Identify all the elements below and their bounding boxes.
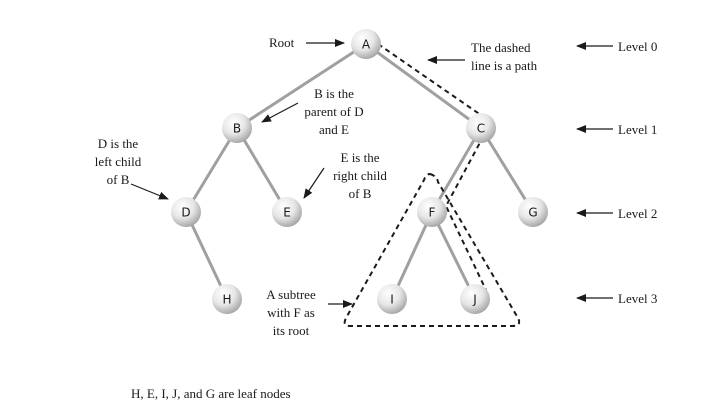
left-child-label-line2: left child bbox=[95, 154, 142, 169]
dashed-path-label-line2: line is a path bbox=[471, 58, 538, 73]
edge-a-b bbox=[236, 42, 367, 130]
left-child-label-line3: of B bbox=[107, 172, 130, 187]
subtree-outline bbox=[343, 172, 521, 327]
right-child-label-line1: E is the bbox=[341, 150, 380, 165]
level-1-label: Level 1 bbox=[618, 122, 657, 137]
level-3-label: Level 3 bbox=[618, 291, 657, 306]
node-label: D bbox=[181, 206, 190, 220]
right-child-label-line2: right child bbox=[333, 168, 387, 183]
node-label: I bbox=[390, 293, 394, 307]
node-label: C bbox=[477, 122, 485, 136]
parent-arrow bbox=[261, 102, 299, 123]
node-a: A bbox=[351, 29, 381, 59]
edge-f-i bbox=[390, 211, 434, 300]
node-label: F bbox=[429, 206, 436, 220]
subtree-label-line2: with F as bbox=[267, 305, 315, 320]
level-2-label: Level 2 bbox=[618, 206, 657, 221]
tree-nodes: A B C D E F G H bbox=[171, 29, 548, 314]
node-e: E bbox=[272, 197, 302, 227]
node-f: F bbox=[417, 197, 447, 227]
right-child-arrow bbox=[303, 167, 325, 199]
subtree-label-line3: its root bbox=[273, 323, 310, 338]
leaf-nodes-caption: H, E, I, J, and G are leaf nodes bbox=[131, 386, 291, 401]
left-child-arrow bbox=[130, 183, 169, 200]
edge-d-h bbox=[184, 211, 229, 300]
edge-b-e bbox=[235, 127, 289, 213]
node-h: H bbox=[212, 284, 242, 314]
node-label: B bbox=[233, 122, 241, 136]
node-i: I bbox=[377, 284, 407, 314]
edge-c-f bbox=[430, 127, 483, 213]
level-labels: Level 0 Level 1 Level 2 Level 3 bbox=[576, 39, 657, 306]
right-child-label-line3: of B bbox=[349, 186, 372, 201]
node-c: C bbox=[466, 113, 496, 143]
left-child-label-line1: D is the bbox=[98, 136, 139, 151]
edge-f-j bbox=[430, 211, 477, 300]
root-label: Root bbox=[269, 35, 295, 50]
node-label: J bbox=[472, 293, 477, 307]
edge-a-c bbox=[365, 42, 482, 130]
dashed-path-label-line1: The dashed bbox=[471, 40, 531, 55]
edge-b-d bbox=[184, 127, 239, 213]
node-j: J bbox=[460, 284, 490, 314]
parent-label-line3: and E bbox=[319, 122, 349, 137]
edge-c-g bbox=[479, 127, 535, 213]
tree-edges bbox=[184, 42, 535, 300]
node-label: A bbox=[362, 38, 371, 52]
parent-label-line1: B is the bbox=[314, 86, 354, 101]
subtree-label-line1: A subtree bbox=[266, 287, 316, 302]
node-g: G bbox=[518, 197, 548, 227]
node-label: H bbox=[222, 293, 231, 307]
node-label: G bbox=[528, 206, 537, 220]
parent-label-line2: parent of D bbox=[304, 104, 363, 119]
node-d: D bbox=[171, 197, 201, 227]
node-label: E bbox=[283, 206, 291, 220]
level-0-label: Level 0 bbox=[618, 39, 657, 54]
node-b: B bbox=[222, 113, 252, 143]
dashed-path bbox=[377, 43, 493, 291]
